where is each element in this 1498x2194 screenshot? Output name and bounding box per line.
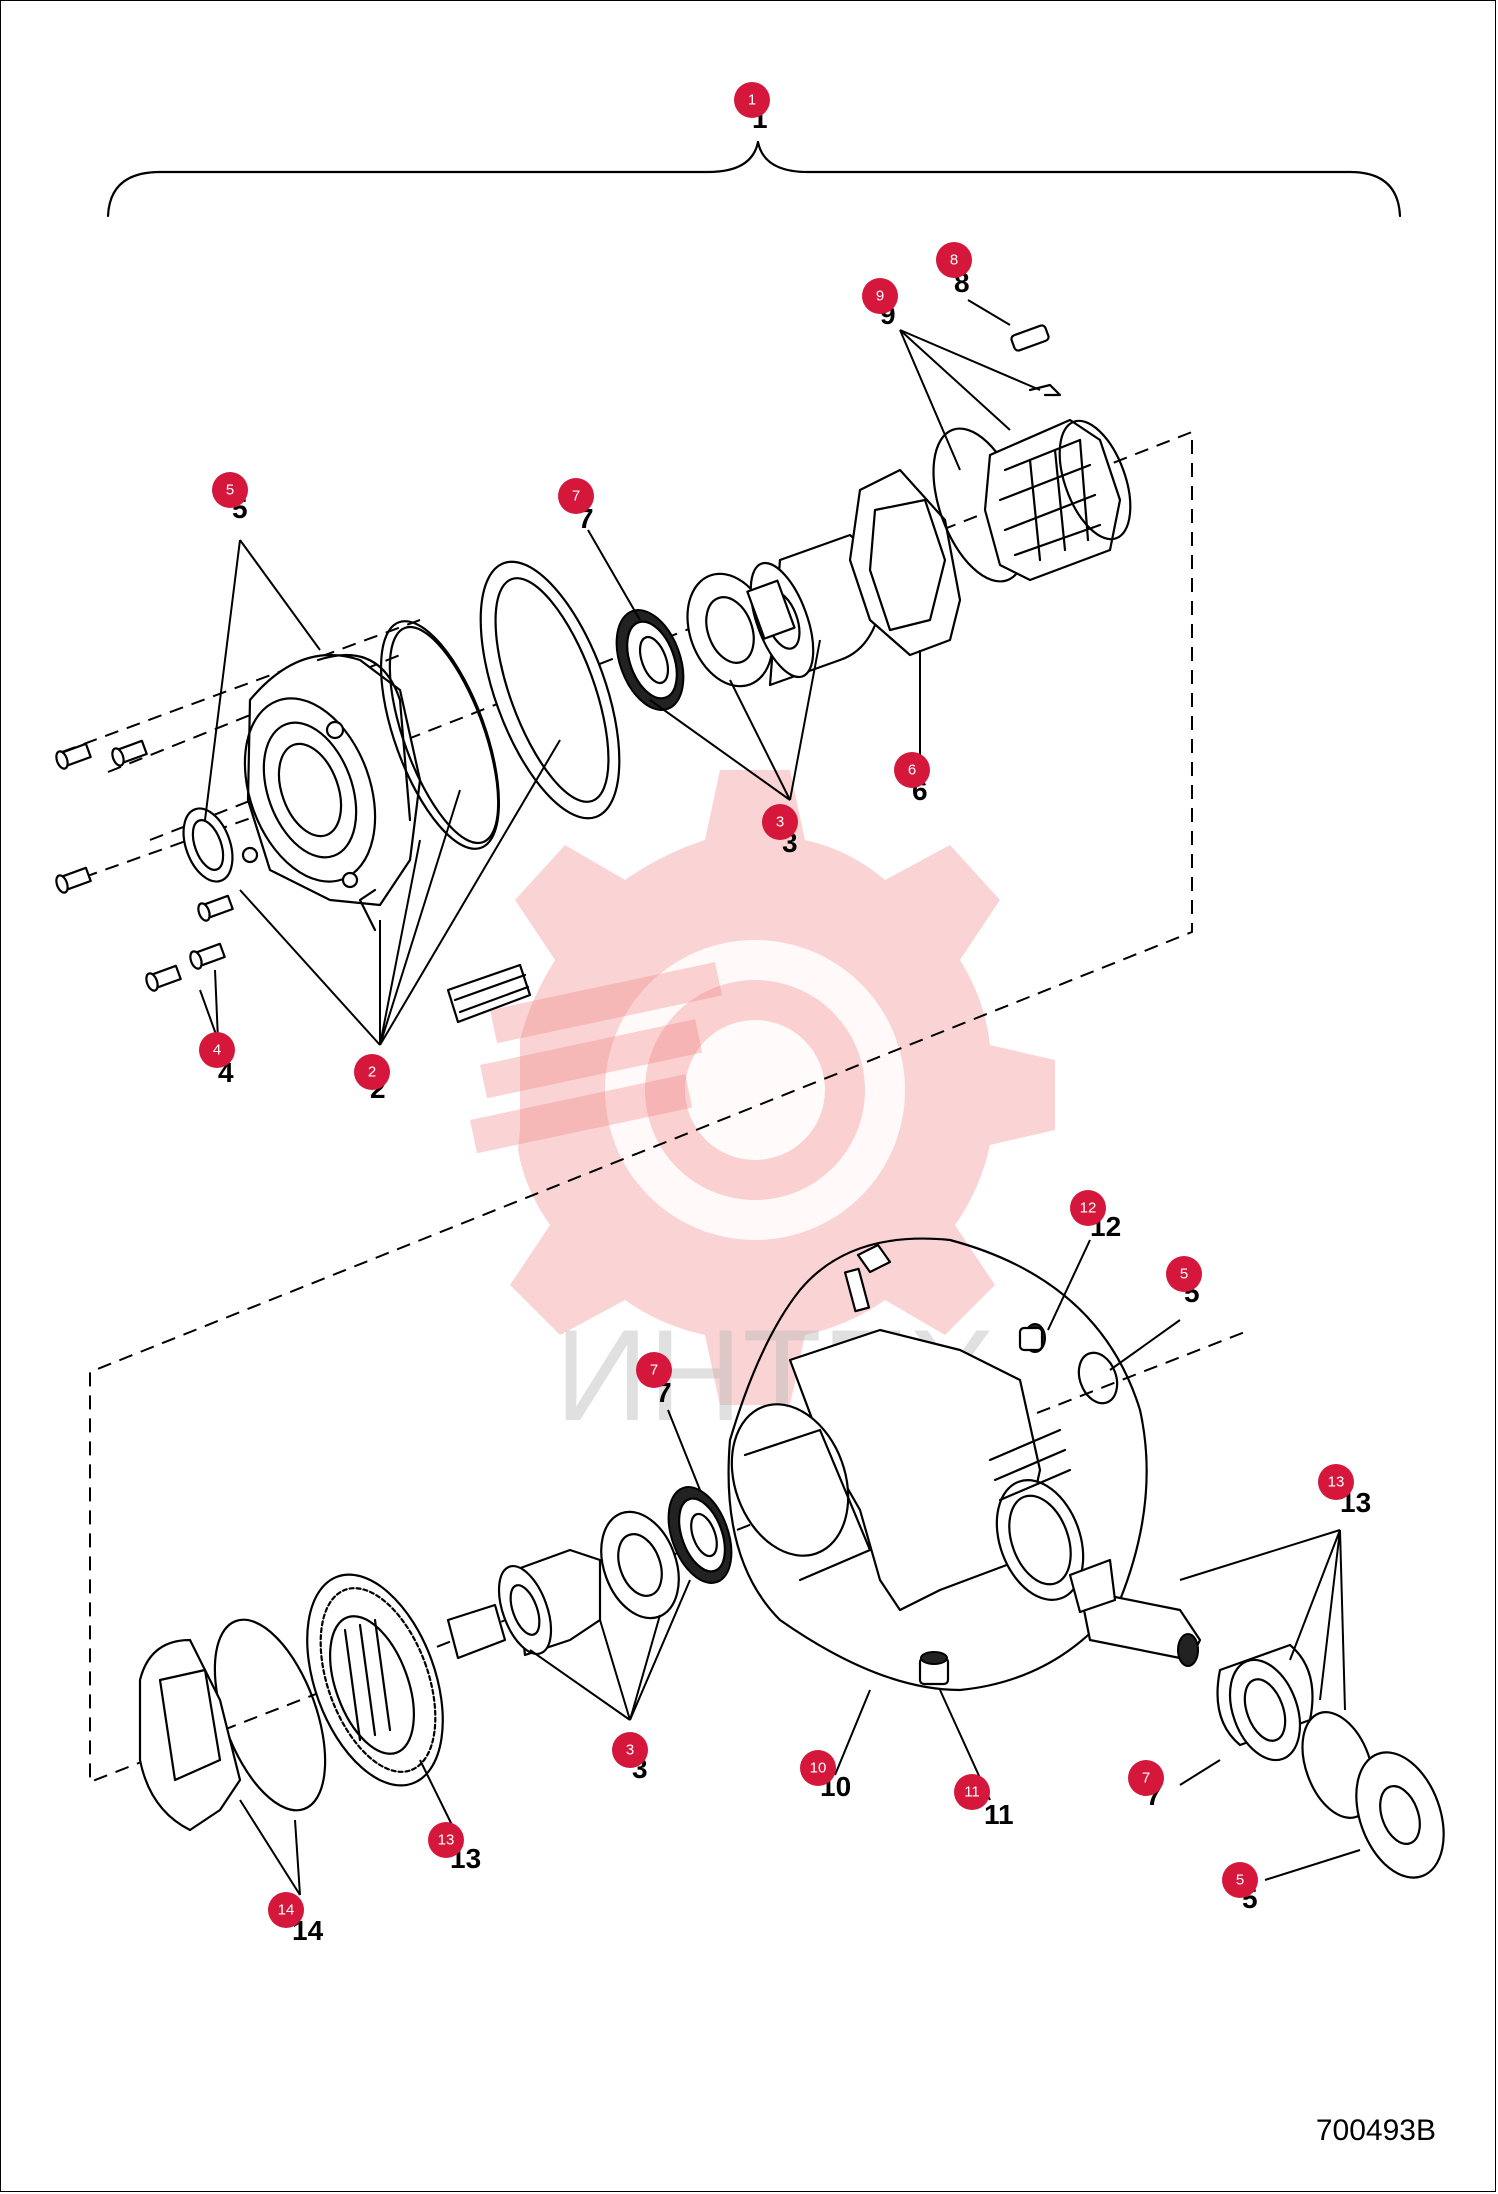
svg-text:5: 5 <box>226 482 234 499</box>
ring-gear-part-13 <box>306 1573 444 1787</box>
axle-housing-part-10 <box>730 1328 1085 1612</box>
svg-text:14: 14 <box>278 1902 295 1919</box>
retainer-part-14 <box>138 1638 242 1832</box>
svg-text:7: 7 <box>1142 1770 1150 1787</box>
planetary-carrier-part-9 <box>932 418 1132 583</box>
drain-plug-part-11 <box>918 1651 950 1686</box>
callout-13b: 13 <box>428 1822 464 1858</box>
svg-text:5: 5 <box>1236 1872 1244 1889</box>
svg-text:13: 13 <box>438 1832 455 1849</box>
callout-12: 12 <box>1070 1190 1106 1226</box>
drawing-code: 700493B <box>1315 2114 1436 2147</box>
assembly-brace <box>106 140 1402 218</box>
seal-part-5-lower-right <box>1355 1751 1445 1879</box>
seal-ring-part-5-left <box>182 807 234 883</box>
bearing-seal-part-7-upper <box>615 609 685 711</box>
bearing-seal-part-7-lower <box>667 1486 733 1584</box>
gearbox-cover-housing <box>241 653 422 932</box>
callout-2: 2 <box>354 1054 390 1090</box>
callout-13a: 13 <box>1318 1464 1354 1500</box>
bolts-part-4 <box>55 739 234 992</box>
callout-5c: 5 <box>1222 1862 1258 1898</box>
electrical-connector <box>446 963 532 1024</box>
svg-text:6: 6 <box>908 762 916 779</box>
pinion-gear-part-3 <box>746 533 882 687</box>
callout-8: 8 <box>936 242 972 278</box>
part-number-labels: 1 2 3 3 4 5 5 5 6 7 7 7 8 9 10 11 12 13 … <box>218 103 1371 1946</box>
svg-text:11: 11 <box>964 1784 980 1801</box>
svg-text:7: 7 <box>650 1362 658 1379</box>
red-callout-badges: 1 8 9 5 7 6 3 4 2 12 5 7 13 3 10 7 11 13… <box>199 82 1354 1928</box>
pinion-shaft-part-13 <box>1068 1558 1202 1667</box>
callout-1: 1 <box>734 82 770 118</box>
svg-text:8: 8 <box>950 252 958 269</box>
callout-7c: 7 <box>1128 1760 1164 1796</box>
svg-text:1: 1 <box>748 92 756 109</box>
seal-ring-part-5-right <box>1077 1351 1119 1405</box>
callout-7a: 7 <box>558 478 594 514</box>
callout-3b: 3 <box>612 1732 648 1768</box>
callout-11: 11 <box>954 1774 990 1810</box>
differential-bearing-part-3 <box>446 1548 602 1660</box>
svg-text:5: 5 <box>1180 1266 1188 1283</box>
callout-6: 6 <box>894 752 930 788</box>
plug-part-12 <box>1018 1323 1046 1353</box>
svg-text:10: 10 <box>810 1760 827 1777</box>
callout-5b: 5 <box>1166 1256 1202 1292</box>
svg-text:4: 4 <box>213 1042 221 1059</box>
leader-lines <box>199 299 1361 1896</box>
svg-text:13: 13 <box>1328 1474 1345 1491</box>
thrust-washer-part-6 <box>848 468 962 657</box>
svg-text:7: 7 <box>572 488 580 505</box>
svg-text:2: 2 <box>368 1064 376 1081</box>
callout-14: 14 <box>268 1892 304 1928</box>
breather-fitting <box>843 1243 892 1313</box>
svg-text:12: 12 <box>1080 1200 1097 1217</box>
housing-outline-part-10 <box>727 1237 1148 1692</box>
callout-3a: 3 <box>762 804 798 840</box>
watermark-gear-logo <box>470 770 1055 1405</box>
clip-part-9 <box>1028 383 1062 397</box>
bearing-part-7-right <box>1216 1643 1314 1762</box>
callout-10: 10 <box>800 1750 836 1786</box>
svg-text:3: 3 <box>776 814 784 831</box>
svg-text:3: 3 <box>626 1742 634 1759</box>
svg-text:9: 9 <box>876 288 884 305</box>
callout-4: 4 <box>199 1032 235 1068</box>
snap-ring-part-13-right <box>1301 1711 1375 1819</box>
pin-part-8 <box>1010 324 1050 352</box>
callout-9: 9 <box>862 278 898 314</box>
callout-5a: 5 <box>212 472 248 508</box>
callout-7b: 7 <box>636 1352 672 1388</box>
o-rings-part-2 <box>379 560 621 850</box>
part-label-11: 11 <box>984 1799 1014 1830</box>
